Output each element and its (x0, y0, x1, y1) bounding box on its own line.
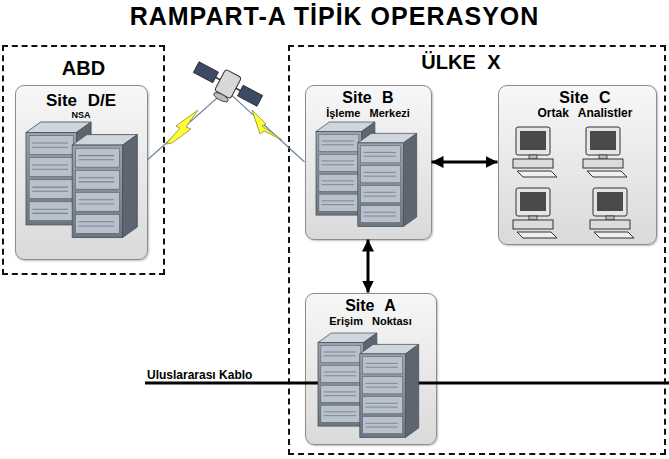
data-flow-arrow (367, 240, 370, 293)
lightning-bolt (166, 110, 198, 144)
site-box: Site Bİşleme Merkezi (305, 85, 432, 240)
solar-panel (238, 85, 263, 106)
satellite-arm (216, 77, 241, 90)
satellite-body (214, 69, 241, 99)
satellite (188, 57, 266, 117)
data-flow-arrow (432, 161, 498, 164)
node-title: Site B (342, 89, 393, 107)
node-subtitle: İşleme Merkezi (326, 107, 410, 120)
solar-panel (193, 62, 218, 83)
satellite-link (148, 90, 305, 162)
node-subtitle: NSA (71, 110, 90, 120)
node-title: Site D/E (46, 91, 116, 111)
region-box: ÜLKE X Site Bİşleme Merkezi Site COrtak An… (288, 45, 666, 455)
node-title: Site C (559, 89, 610, 107)
node-title: ÜLKE X (421, 51, 500, 74)
node-title: Site A (345, 297, 396, 315)
cable-label: Uluslararası Kablo (147, 368, 252, 382)
lightning-bolt (252, 110, 282, 140)
node-subtitle: Erişim Noktası (329, 315, 411, 328)
site-box: Site COrtak Analistler (498, 85, 657, 245)
diagram-title: RAMPART-A TİPİK OPERASYON (0, 2, 669, 31)
node-subtitle: Ortak Analistler (538, 107, 633, 121)
site-box: Site D/ENSA (15, 85, 148, 260)
node-title: ABD (62, 57, 105, 80)
site-box: Site AErişim Noktası (305, 293, 437, 445)
region-box: ABD Site D/ENSA (2, 45, 165, 275)
satellite-dish (212, 91, 229, 104)
